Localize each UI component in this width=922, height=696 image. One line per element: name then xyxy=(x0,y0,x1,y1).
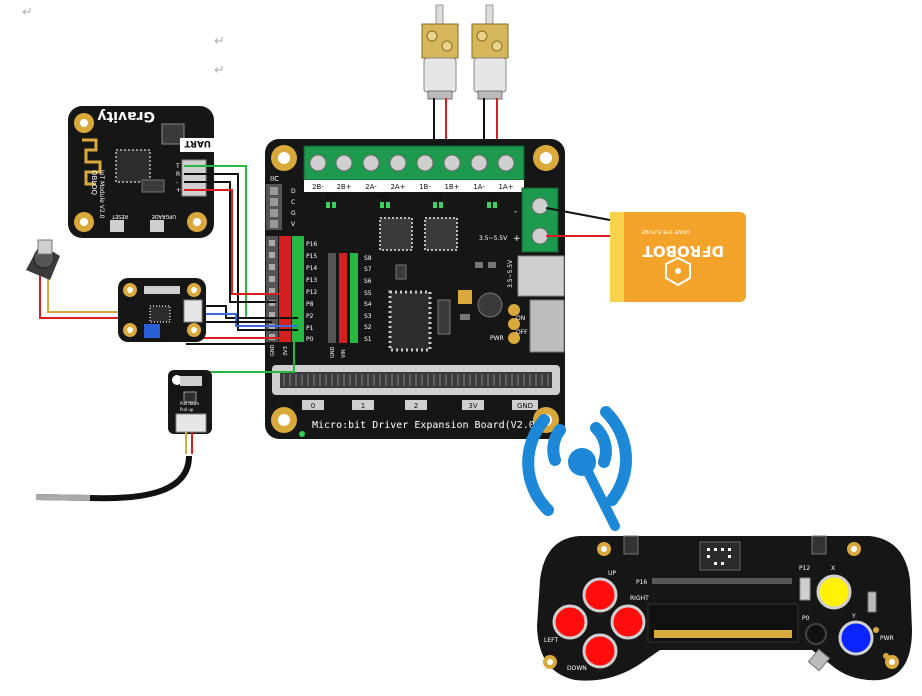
voltage-label: 3.5~5.5V xyxy=(507,259,514,288)
servo-pin-label: S3 xyxy=(364,313,372,320)
gamepad-y-label: Y xyxy=(851,613,856,620)
io-pin-label: P12 xyxy=(306,289,317,296)
gamepad-up-label: UP xyxy=(608,570,616,577)
terminal-label: 1A+ xyxy=(498,183,513,191)
sensor-title: Pull down xyxy=(180,401,200,406)
expansion-board: 2B- 2B+ 2A- 2A+ 1B- 1B+ 1A- 1A+ M4 M3 M2… xyxy=(265,139,565,439)
pwr-led-label: PWR xyxy=(490,335,504,342)
terminal-label: 2A- xyxy=(365,183,377,191)
edge-label: 3V xyxy=(468,402,477,410)
motor-label: M3 xyxy=(381,193,390,200)
io-pin-label: P1 xyxy=(306,325,314,332)
servo-pin-label: S1 xyxy=(364,336,372,343)
gamepad-x-label: X xyxy=(831,565,835,572)
wifi-icon xyxy=(522,406,632,531)
battery-pack: DFROBOT DRIVE THE FUTURE xyxy=(610,212,746,302)
terminal-label: 2A+ xyxy=(390,183,405,191)
gamepad-down-label: DOWN xyxy=(567,665,587,672)
edge-label: 1 xyxy=(361,402,365,410)
io-pin-label: P0 xyxy=(306,336,314,343)
io-bottom-label: GND xyxy=(270,344,276,356)
io-pin-label: P8 xyxy=(306,301,314,308)
motor-wires xyxy=(433,98,498,146)
iic-pin-label: D xyxy=(291,188,296,195)
reset-label: RESET xyxy=(111,213,128,219)
gamepad-p12-label: P12 xyxy=(799,565,810,572)
iic-pin-label: G xyxy=(291,210,296,217)
terminal-label: 1A- xyxy=(473,183,485,191)
servo-pin-label: S8 xyxy=(364,255,372,262)
battery-slogan: DRIVE THE FUTURE xyxy=(642,228,690,234)
battery-brand: DFROBOT xyxy=(642,242,724,260)
edge-label: GND xyxy=(517,402,533,410)
upgrade-label: UPGRADE xyxy=(152,213,176,219)
sensor-adapter: Pull down Pull up xyxy=(168,370,212,434)
iot-subtitle: IoT Module V2.0 xyxy=(98,170,105,219)
return-mark: ↵ xyxy=(22,5,33,20)
servo-bottom-label: GND xyxy=(330,346,336,358)
servo-pin-label: S5 xyxy=(364,290,372,297)
iic-pin-label: C xyxy=(291,199,295,206)
return-mark: ↵ xyxy=(214,34,225,49)
edge-label: 2 xyxy=(414,402,418,410)
servo-driver-board xyxy=(118,278,206,342)
io-bottom-label: 3V3 xyxy=(283,346,289,356)
io-pin-label: P13 xyxy=(306,277,317,284)
board-title: Micro:bit Driver Expansion Board(V2.0) xyxy=(312,420,541,431)
motor-label: M4 xyxy=(327,193,336,200)
probe-cable xyxy=(35,432,193,502)
switch-on-label: ON xyxy=(516,315,525,322)
power-minus-label: - xyxy=(514,207,517,217)
terminal-label: 2B+ xyxy=(336,183,351,191)
terminal-label: 1B- xyxy=(419,183,431,191)
gear-motor-right xyxy=(471,4,509,100)
io-pin-label: P2 xyxy=(306,313,314,320)
io-pin-label: P15 xyxy=(306,253,317,260)
servo-pin-label: S7 xyxy=(364,266,372,273)
gear-motor-left xyxy=(421,4,459,100)
switch-off-label: OFF xyxy=(516,329,528,336)
iot-name: OBLOQ xyxy=(90,170,98,195)
gamepad-left-label: LEFT xyxy=(544,637,558,644)
iot-pin-label: R xyxy=(176,171,180,178)
servo-pin-label: S2 xyxy=(364,324,372,331)
voltage-label: 3.5~5.5V xyxy=(479,235,508,242)
iot-pin-label: + xyxy=(176,187,181,194)
iic-pin-label: V xyxy=(291,221,296,228)
motor-label: M1 xyxy=(488,193,497,200)
small-motor xyxy=(26,239,60,280)
servo-pin-label: S4 xyxy=(364,301,372,308)
gamepad-pwr-label: PWR xyxy=(880,635,894,642)
sensor-subtitle: Pull up xyxy=(180,407,194,412)
uart-label: UART xyxy=(183,138,211,148)
iot-brand: Gravity xyxy=(97,108,155,124)
io-pin-label: P14 xyxy=(306,265,317,272)
iic-label: IIC xyxy=(270,175,279,183)
motor-label: M2 xyxy=(434,193,443,200)
io-pin-label: P16 xyxy=(306,241,317,248)
gamepad: UP DOWN LEFT RIGHT P16 P12 P0 X Y PWR 3.… xyxy=(537,535,912,681)
terminal-label: 1B+ xyxy=(444,183,459,191)
terminal-label: 2B- xyxy=(312,183,324,191)
servo-pin-label: S6 xyxy=(364,278,372,285)
gamepad-right-label: RIGHT xyxy=(630,595,649,602)
iot-module: Gravity UART T R - + OBLOQ IoT Module V2… xyxy=(68,106,214,238)
battery-wires xyxy=(545,207,611,237)
gamepad-p0-label: P0 xyxy=(802,615,810,622)
servo-bottom-label: VIN xyxy=(341,349,347,358)
iot-pin-label: - xyxy=(176,179,178,186)
gamepad-voltage-label: 3.0V xyxy=(826,671,841,678)
edge-label: 0 xyxy=(311,402,315,410)
power-plus-label: + xyxy=(513,234,521,244)
return-mark: ↵ xyxy=(214,63,225,78)
iot-pin-label: T xyxy=(175,163,180,170)
gamepad-p16-label: P16 xyxy=(636,579,647,586)
